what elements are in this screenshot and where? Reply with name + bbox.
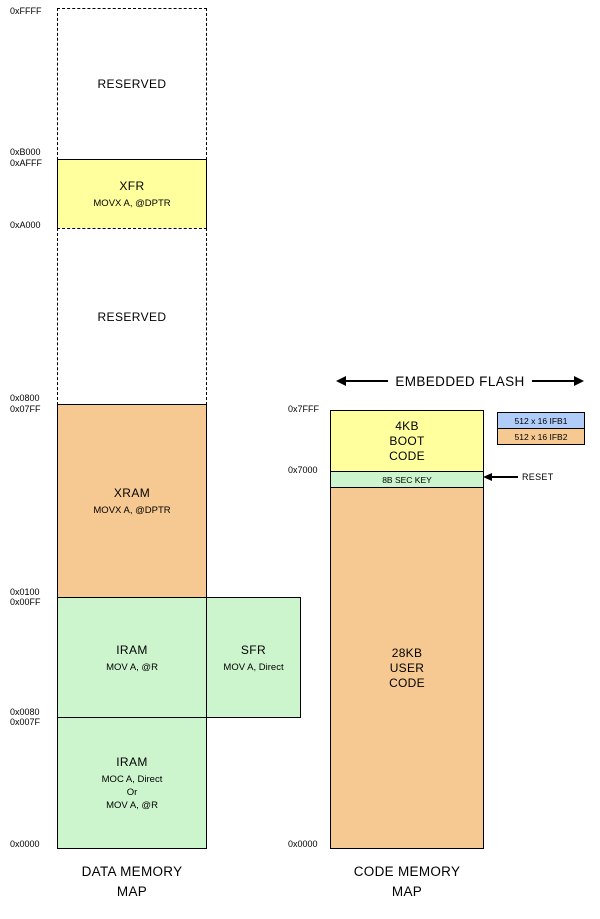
block-user-code-line3: CODE (389, 675, 425, 690)
block-boot-code-line3: CODE (389, 448, 425, 463)
block-sec-key: 8B SEC KEY (330, 471, 484, 488)
address-label-0xa000: 0xA000 (10, 220, 41, 230)
block-xram-label: XRAM (113, 486, 151, 500)
block-iram-upper-instruction: MOV A, @R (106, 661, 158, 673)
data-memory-map-title-line1: DATA MEMORY (81, 864, 183, 879)
data-memory-map-title-line2: MAP (116, 884, 148, 899)
block-iram-lower-instruction-2: Or (126, 787, 138, 798)
reset-pointer: RESET (483, 471, 554, 483)
block-sfr: SFR MOV A, Direct (206, 597, 301, 718)
address-label-0x0000-data: 0x0000 (10, 839, 40, 849)
block-iram-upper-label: IRAM (116, 642, 148, 657)
embedded-flash-label: EMBEDDED FLASH (395, 373, 525, 389)
block-sec-key-label: 8B SEC KEY (382, 474, 432, 485)
address-label-0x0800: 0x0800 (10, 393, 40, 403)
block-iram-lower-label: IRAM (116, 755, 148, 769)
block-xram: XRAM MOVX A, @DPTR (57, 404, 207, 598)
block-user-code-line1: 28KB (391, 645, 423, 660)
address-label-0x07ff: 0x07FF (10, 404, 41, 414)
address-label-0x0080: 0x0080 (10, 707, 40, 717)
block-reserved-middle-label: RESERVED (97, 309, 167, 324)
flash-arrow-line-left (346, 380, 389, 382)
ifb-legend: 512 x 16 IFB1 512 x 16 IFB2 (497, 412, 585, 445)
block-xfr-instruction: MOVX A, @DPTR (93, 198, 171, 209)
address-label-0xffff: 0xFFFF (10, 6, 42, 16)
reset-arrow-line (492, 476, 518, 478)
block-boot-code-line2: BOOT (389, 433, 425, 448)
address-label-0x7000: 0x7000 (288, 465, 318, 475)
address-label-0x007f: 0x007F (10, 717, 41, 727)
embedded-flash-banner: EMBEDDED FLASH (336, 373, 584, 389)
address-label-0xafff: 0xAFFF (10, 158, 43, 168)
code-memory-map-title-line2: MAP (391, 884, 423, 899)
block-user-code-line2: USER (389, 660, 425, 675)
legend-ifb1-label: 512 x 16 IFB1 (514, 415, 568, 426)
block-sfr-label: SFR (240, 642, 267, 657)
reset-arrowhead-icon (483, 473, 492, 481)
legend-row-ifb1: 512 x 16 IFB1 (497, 412, 585, 429)
block-reserved-middle: RESERVED (57, 228, 207, 405)
block-reserved-upper-label: RESERVED (97, 77, 167, 91)
address-label-0x7fff: 0x7FFF (288, 404, 320, 414)
block-iram-upper: IRAM MOV A, @R (57, 597, 207, 718)
flash-arrow-line-right (531, 380, 574, 382)
address-label-0x0000-code: 0x0000 (288, 839, 318, 849)
reset-label: RESET (522, 472, 554, 482)
legend-ifb2-label: 512 x 16 IFB2 (514, 431, 568, 442)
right-arrowhead-icon (574, 376, 584, 386)
address-label-0x0100: 0x0100 (10, 587, 40, 597)
block-iram-lower: IRAM MOC A, Direct Or MOV A, @R (57, 717, 207, 849)
left-arrowhead-icon (336, 376, 346, 386)
code-memory-map-title: CODE MEMORY MAP (330, 862, 484, 902)
block-xram-instruction: MOVX A, @DPTR (93, 505, 171, 516)
block-reserved-upper: RESERVED (57, 8, 207, 160)
address-label-0xb000: 0xB000 (10, 147, 41, 157)
block-iram-lower-instruction-3: MOV A, @R (106, 800, 158, 811)
block-xfr-label: XFR (119, 179, 145, 193)
legend-row-ifb2: 512 x 16 IFB2 (497, 428, 585, 445)
block-iram-lower-instruction-1: MOC A, Direct (101, 774, 163, 785)
block-sfr-instruction: MOV A, Direct (223, 661, 284, 673)
block-boot-code: 4KB BOOT CODE (330, 410, 484, 472)
block-boot-code-line1: 4KB (395, 418, 419, 433)
data-memory-map-title: DATA MEMORY MAP (57, 862, 207, 902)
block-xfr: XFR MOVX A, @DPTR (57, 159, 207, 229)
block-user-code: 28KB USER CODE (330, 487, 484, 849)
code-memory-map-title-line1: CODE MEMORY (353, 864, 461, 879)
address-label-0x00ff: 0x00FF (10, 597, 41, 607)
